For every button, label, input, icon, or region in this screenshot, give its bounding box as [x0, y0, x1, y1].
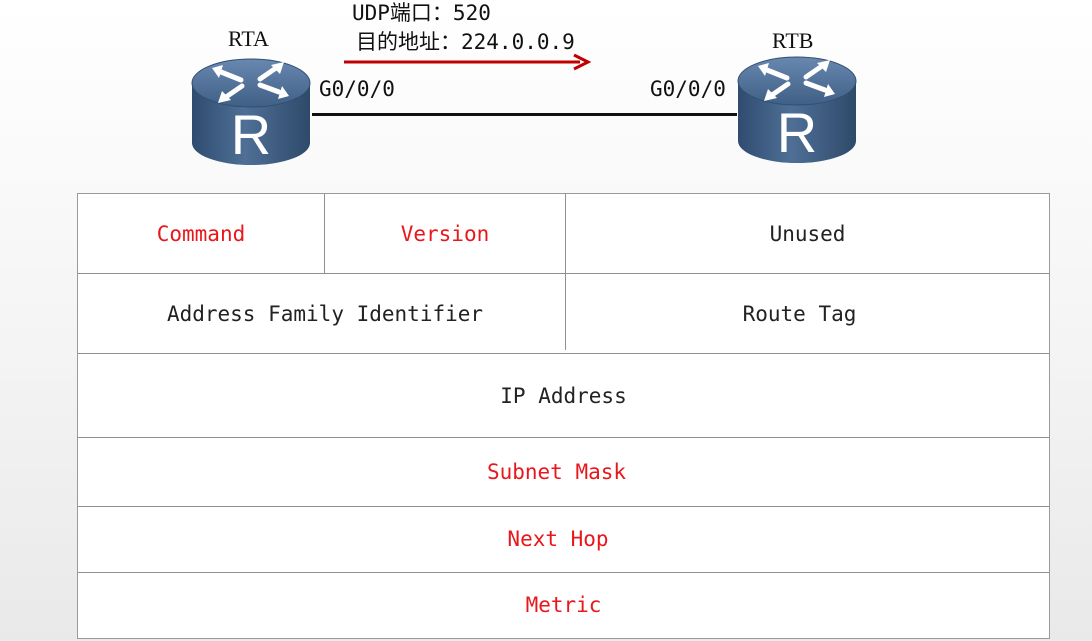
row-divider	[78, 506, 1049, 507]
unused-field: Unused	[769, 222, 846, 246]
router-a-label: RTA	[228, 26, 269, 51]
router-b-icon: R	[734, 53, 860, 165]
subnet-mask-field: Subnet Mask	[486, 460, 627, 484]
router-a-icon: R	[188, 55, 314, 167]
route-tag-field: Route Tag	[742, 302, 857, 326]
router-b-letter: R	[777, 101, 817, 164]
interface-b-label: G0/0/0	[650, 77, 726, 101]
row-divider	[78, 353, 1049, 354]
rip-packet-format: Command Version Unused Address Family Id…	[77, 193, 1050, 639]
column-divider	[565, 273, 566, 350]
address-family-identifier-field: Address Family Identifier	[166, 302, 484, 326]
row-divider	[78, 572, 1049, 573]
row-divider	[78, 437, 1049, 438]
metric-field: Metric	[525, 593, 602, 617]
link-line	[312, 113, 737, 116]
router-b-label: RTB	[772, 28, 814, 53]
destination-address-label: 目的地址：224.0.0.9	[356, 30, 575, 54]
interface-a-label: G0/0/0	[319, 77, 395, 101]
row-divider	[78, 273, 1049, 274]
udp-port-label: UDP端口：520	[352, 1, 491, 25]
rip-topology: R	[0, 0, 1092, 190]
column-divider	[565, 194, 566, 273]
command-field: Command	[156, 222, 246, 246]
next-hop-field: Next Hop	[507, 527, 609, 551]
router-a-letter: R	[231, 103, 271, 166]
direction-arrow-icon	[344, 53, 592, 71]
version-field: Version	[400, 222, 490, 246]
column-divider	[324, 194, 325, 273]
ip-address-field: IP Address	[500, 384, 627, 408]
